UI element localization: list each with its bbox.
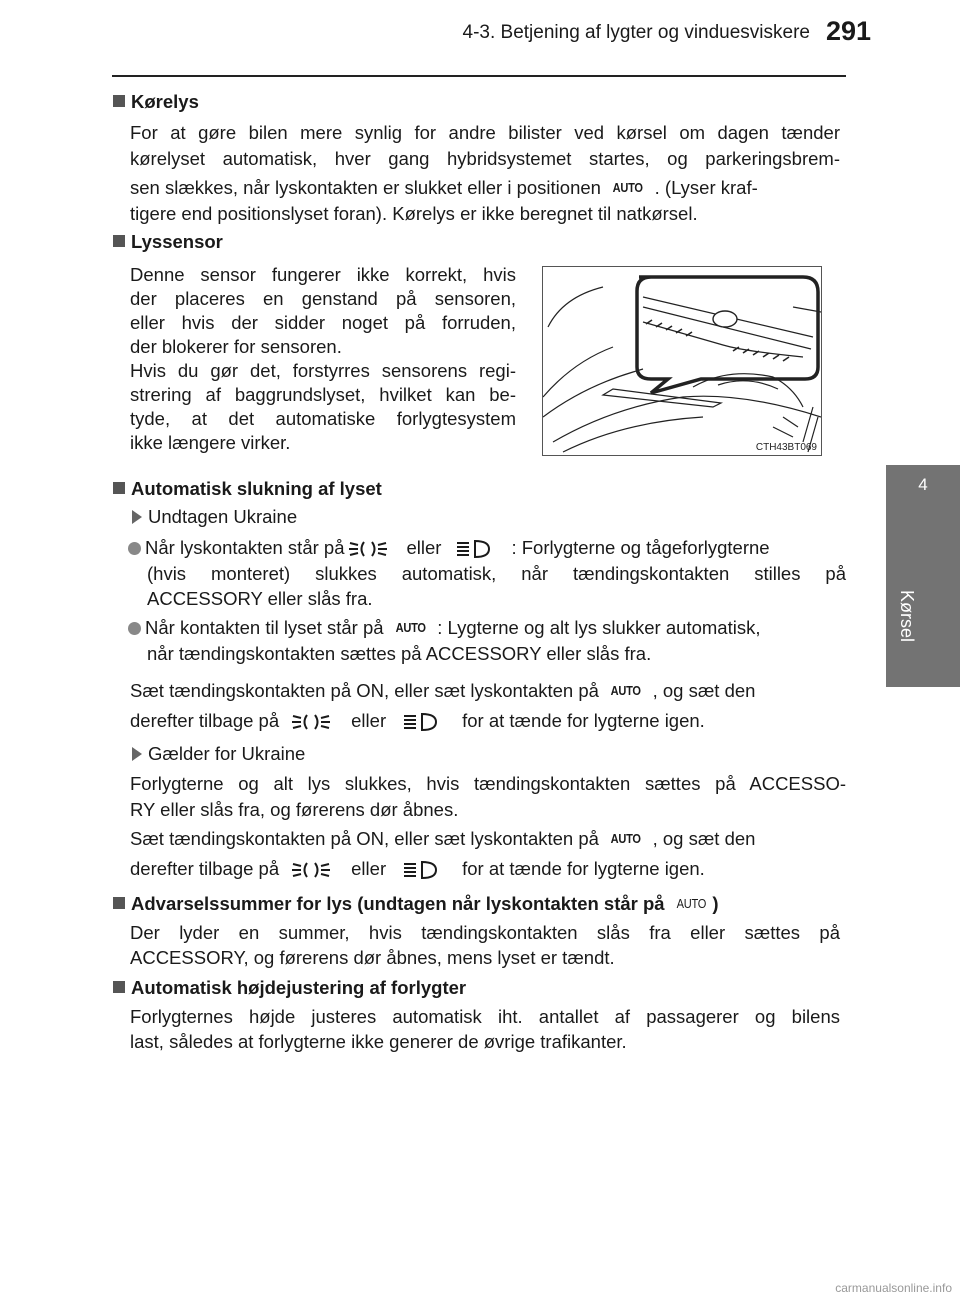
text-line: Denne sensor fungerer ikke korrekt, hvis bbox=[130, 264, 516, 285]
auto-icon: AUTO bbox=[612, 180, 643, 195]
heading-text: Automatisk slukning af lyset bbox=[131, 478, 382, 499]
text-span: eller bbox=[351, 858, 387, 879]
text-span: Sæt tændingskontakten på ON, eller sæt l… bbox=[130, 680, 599, 701]
heading-lyssensor: Lyssensor bbox=[113, 231, 223, 253]
text-line: sen slækkes, når lyskontakten er slukket… bbox=[130, 175, 845, 201]
figure-code: CTH43BT069 bbox=[755, 442, 817, 453]
chapter-label: Kørsel bbox=[897, 590, 917, 643]
text-line: Forlygternes højde justeres automatisk i… bbox=[130, 1006, 840, 1027]
text-line: RY eller slås fra, og førerens dør åbnes… bbox=[130, 799, 459, 820]
heading-text: Kørelys bbox=[131, 91, 199, 112]
windshield-sensor-drawing bbox=[542, 275, 822, 453]
triangle-bullet-icon bbox=[132, 747, 142, 761]
parking-light-icon bbox=[292, 862, 331, 878]
circle-bullet-icon bbox=[128, 542, 141, 555]
heading-text: Advarselssummer for lys (undtagen når ly… bbox=[131, 893, 665, 914]
subheading-undtagen-ukraine: Undtagen Ukraine bbox=[132, 504, 297, 530]
heading-advarselssummer: Advarselssummer for lys (undtagen når ly… bbox=[113, 893, 719, 915]
text-line: Der lyder en summer, hvis tændingskontak… bbox=[130, 922, 840, 943]
watermark: carmanualsonline.info bbox=[835, 1281, 952, 1295]
subheading-text: Undtagen Ukraine bbox=[148, 506, 298, 527]
light-sensor-illustration: CTH43BT069 bbox=[542, 266, 822, 456]
auto-icon: AUTO bbox=[676, 896, 706, 911]
text-span: eller bbox=[351, 710, 387, 731]
text-span: Sæt tændingskontakten på ON, eller sæt l… bbox=[130, 828, 599, 849]
text-line: der placeres en genstand på sensoren, bbox=[130, 288, 516, 309]
bullet-item: Når kontakten til lyset står på AUTO : L… bbox=[128, 615, 846, 641]
text-line: tigere end positionslyset foran). Kørely… bbox=[130, 203, 698, 224]
text-line: Hvis du gør det, forstyrres sensorens re… bbox=[130, 360, 516, 381]
triangle-bullet-icon bbox=[132, 510, 142, 524]
chapter-number: 4 bbox=[918, 475, 928, 494]
text-line: kørelyset automatisk, hver gang hybridsy… bbox=[130, 148, 840, 169]
text-span: , og sæt den bbox=[652, 828, 756, 849]
text-line: strering af baggrundslyset, hvilket kan … bbox=[130, 384, 516, 405]
header-divider bbox=[112, 75, 846, 77]
text-line: Sæt tændingskontakten på ON, eller sæt l… bbox=[130, 826, 846, 852]
parking-light-icon bbox=[292, 714, 331, 730]
text-line: ikke længere virker. bbox=[130, 432, 291, 453]
heading-korelys: Kørelys bbox=[113, 91, 199, 113]
text-span: sen slækkes, når lyskontakten er slukket… bbox=[130, 177, 601, 198]
text-line: derefter tilbage på eller for at tænde for… bbox=[130, 856, 846, 882]
heading-text: Lyssensor bbox=[131, 231, 223, 252]
text-line: derefter tilbage på eller for at tænde for… bbox=[130, 708, 846, 734]
parking-light-icon bbox=[349, 541, 388, 557]
text-line: (hvis monteret) slukkes automatisk, når … bbox=[147, 563, 846, 584]
subheading-text: Gælder for Ukraine bbox=[148, 743, 306, 764]
heading-hojdejustering: Automatisk højdejustering af forlygter bbox=[113, 977, 466, 999]
text-line: eller hvis der sidder noget på forruden, bbox=[130, 312, 516, 333]
headlight-icon bbox=[404, 860, 438, 880]
text-line: når tændingskontakten sættes på ACCESSOR… bbox=[147, 643, 652, 664]
square-bullet-icon bbox=[113, 981, 125, 993]
text-span: derefter tilbage på bbox=[130, 858, 280, 879]
text-line: Forlygterne og alt lys slukkes, hvis tæn… bbox=[130, 773, 846, 794]
heading-text: ) bbox=[712, 893, 719, 914]
text-span: for at tænde for lygterne igen. bbox=[462, 858, 705, 879]
text-line: tyde, at det automatiske forlygtesystem bbox=[130, 408, 516, 429]
text-line: ACCESSORY eller slås fra. bbox=[147, 588, 373, 609]
text-line: For at gøre bilen mere synlig for andre … bbox=[130, 122, 840, 143]
text-line: last, således at forlygterne ikke genere… bbox=[130, 1031, 627, 1052]
chapter-tab bbox=[886, 465, 960, 687]
headlight-icon bbox=[457, 539, 491, 559]
heading-automatisk-slukning: Automatisk slukning af lyset bbox=[113, 478, 382, 500]
text-span: for at tænde for lygterne igen. bbox=[462, 710, 705, 731]
section-title: 4-3. Betjening af lygter og vinduesviske… bbox=[462, 22, 810, 43]
bullet-item: Når lyskontakten står på eller : Forlygter… bbox=[128, 535, 846, 561]
heading-text: Automatisk højdejustering af forlygter bbox=[131, 977, 467, 998]
square-bullet-icon bbox=[113, 95, 125, 107]
text-span: Når kontakten til lyset står på bbox=[145, 617, 384, 638]
page-number: 291 bbox=[826, 16, 872, 46]
text-span: derefter tilbage på bbox=[130, 710, 280, 731]
text-line: der blokerer for sensoren. bbox=[130, 336, 342, 357]
auto-icon: AUTO bbox=[610, 831, 641, 846]
text-span: : Lygterne og alt lys slukker automatisk… bbox=[437, 617, 761, 638]
text-span: eller bbox=[406, 537, 442, 558]
headlight-icon bbox=[404, 712, 438, 732]
auto-icon: AUTO bbox=[395, 620, 426, 635]
text-span: . (Lyser kraf- bbox=[654, 177, 758, 198]
subheading-gaelder-for-ukraine: Gælder for Ukraine bbox=[132, 741, 305, 767]
square-bullet-icon bbox=[113, 897, 125, 909]
text-line: ACCESSORY, og førerens dør åbnes, mens l… bbox=[130, 947, 615, 968]
text-line: Sæt tændingskontakten på ON, eller sæt l… bbox=[130, 678, 846, 704]
square-bullet-icon bbox=[113, 482, 125, 494]
square-bullet-icon bbox=[113, 235, 125, 247]
text-span: : Forlygterne og tågeforlygterne bbox=[511, 537, 770, 558]
auto-icon: AUTO bbox=[610, 683, 641, 698]
text-span: , og sæt den bbox=[652, 680, 756, 701]
circle-bullet-icon bbox=[128, 622, 141, 635]
text-span: Når lyskontakten står på bbox=[145, 537, 345, 558]
